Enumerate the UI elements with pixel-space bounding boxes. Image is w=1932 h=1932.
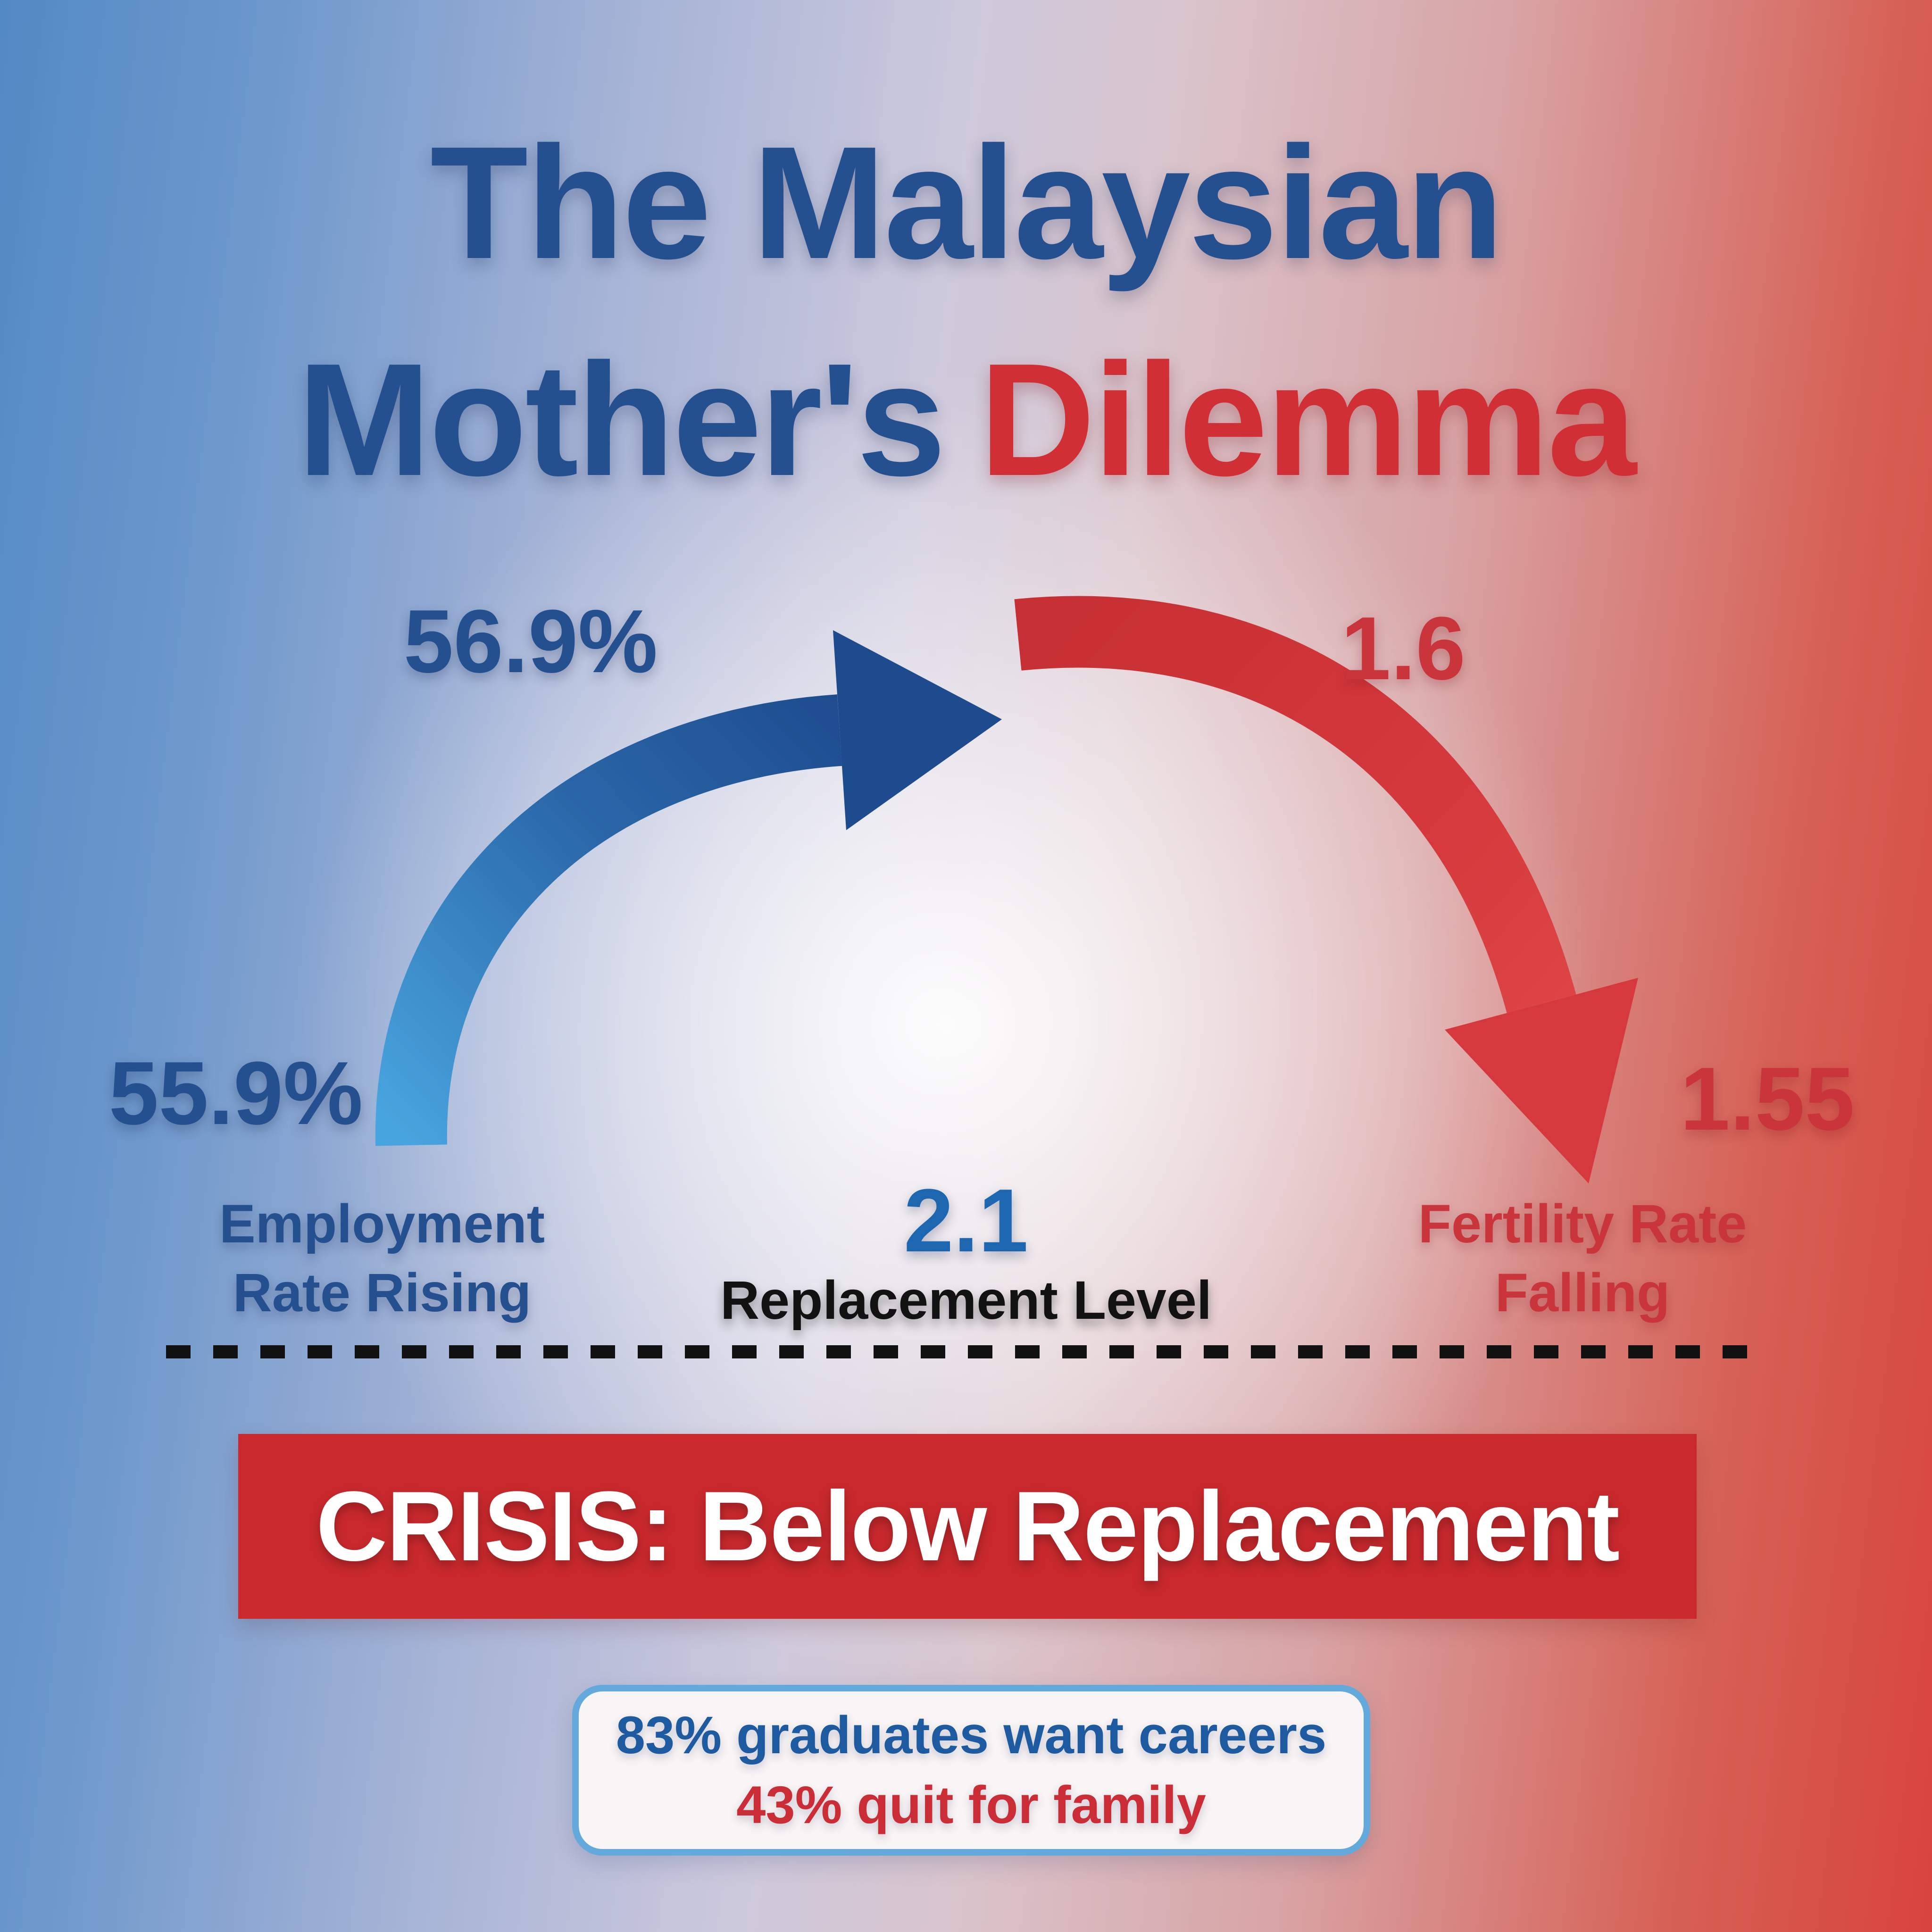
stats-card: 83% graduates want careers 43% quit for … — [572, 1685, 1370, 1856]
fertility-caption-line1: Fertility Rate — [1418, 1194, 1747, 1254]
page-title-line1: The Malaysian — [430, 113, 1504, 292]
employment-start-value: 55.9% — [108, 1043, 363, 1143]
employment-caption-line1: Employment — [219, 1194, 545, 1254]
employment-caption: Employment Rate Rising — [219, 1190, 545, 1327]
employment-end-value: 56.9% — [403, 591, 658, 691]
page-title-line2-red: Dilemma — [979, 330, 1636, 509]
fertility-caption: Fertility Rate Falling — [1418, 1190, 1747, 1327]
replacement-level-caption: Replacement Level — [720, 1270, 1212, 1331]
fertility-end-value: 1.55 — [1680, 1049, 1855, 1149]
replacement-threshold-divider — [166, 1345, 1766, 1358]
crisis-banner: CRISIS: Below Replacement — [238, 1434, 1697, 1619]
employment-arrow-head-icon — [833, 630, 1002, 830]
employment-arrow-arc — [375, 694, 842, 1146]
stats-card-line2: 43% quit for family — [736, 1775, 1206, 1834]
fertility-arrow-head-icon — [1445, 978, 1638, 1183]
replacement-level-value: 2.1 — [903, 1171, 1029, 1271]
fertility-arrow — [1014, 596, 1638, 1183]
page-title-line2-blue: Mother's — [297, 330, 946, 509]
employment-arrow — [375, 630, 1002, 1146]
employment-caption-line2: Rate Rising — [233, 1263, 532, 1323]
fertility-caption-line2: Falling — [1495, 1263, 1670, 1323]
stats-card-line1: 83% graduates want careers — [616, 1705, 1327, 1765]
fertility-start-value: 1.6 — [1341, 599, 1466, 699]
